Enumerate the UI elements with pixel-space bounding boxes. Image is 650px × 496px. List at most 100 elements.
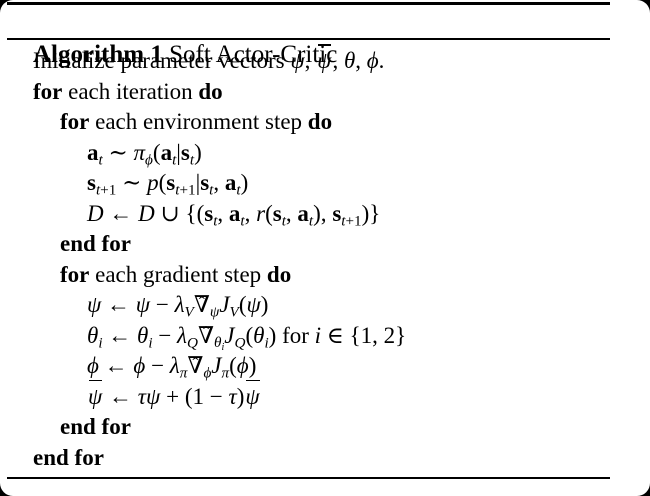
math-operator: ∼ xyxy=(102,139,134,165)
subscript: t xyxy=(240,212,244,229)
keyword: for xyxy=(60,261,90,287)
math-var: t xyxy=(172,150,177,168)
subscript: V xyxy=(230,303,239,320)
math-var: ψ xyxy=(246,292,261,317)
math-var: V xyxy=(229,303,239,321)
keyword: do xyxy=(198,78,223,104)
algorithm-line-3: for each environment step do xyxy=(0,107,650,138)
keyword: end for xyxy=(60,231,131,256)
math-var: ϕ xyxy=(203,364,212,382)
math-operator: ← xyxy=(103,200,139,226)
math-operator: ← xyxy=(103,383,138,409)
subscript: t+1 xyxy=(175,181,195,198)
bottom-rule xyxy=(7,477,610,479)
subscript: i xyxy=(264,334,268,351)
algorithm-number-label: Algorithm 1 xyxy=(33,41,163,68)
math-var: i xyxy=(221,341,225,353)
math-bold-var: a xyxy=(297,200,309,226)
math-operator: ∈ xyxy=(321,322,350,348)
text-segment: , xyxy=(332,48,344,73)
math-var: J xyxy=(219,292,230,317)
math-var: θ xyxy=(253,322,265,348)
math-bold-var: s xyxy=(200,170,210,195)
subscript: t xyxy=(213,212,217,229)
math-var: i xyxy=(98,333,103,351)
math-var: t xyxy=(98,150,103,168)
algorithm-title: Algorithm 1 Soft Actor-Critic xyxy=(0,5,650,68)
math-var: t xyxy=(95,181,101,199)
subscript: π xyxy=(222,364,230,381)
subscript: t+1 xyxy=(96,181,116,198)
hat-accent: ˆ xyxy=(192,353,199,374)
algorithm-line-14: end for xyxy=(0,443,650,474)
math-var: t xyxy=(240,211,245,229)
math-var: ϕ xyxy=(87,353,99,378)
text-segment: ( xyxy=(152,139,161,165)
math-var: J xyxy=(224,322,235,348)
subscript: i xyxy=(148,334,152,351)
math-bold-var: a xyxy=(228,200,241,226)
text-segment: , xyxy=(355,48,367,73)
math-var: Q xyxy=(187,333,198,351)
subscript: i xyxy=(98,334,102,351)
text-segment: , xyxy=(304,48,317,73)
text-segment: +1 xyxy=(345,211,362,229)
text-segment: Initialize parameter vectors xyxy=(33,48,291,73)
subscript: t xyxy=(282,212,286,229)
math-var: π xyxy=(221,364,230,382)
text-segment: ) for xyxy=(268,322,315,348)
math-script-var: D xyxy=(138,200,155,226)
math-var: π xyxy=(179,364,188,382)
nabla-symbol: ∇ xyxy=(197,322,215,348)
text-segment: ) xyxy=(260,292,269,317)
math-var: p xyxy=(147,170,159,195)
math-var: ϕ xyxy=(145,150,153,168)
math-var: r xyxy=(256,200,266,226)
text-segment: ( xyxy=(229,353,237,378)
keyword: do xyxy=(307,109,333,134)
algorithm-body: Initialize parameter vectors ψ, ψ, θ, ϕ.… xyxy=(0,44,650,474)
math-var: θ xyxy=(343,48,356,73)
subscript: ψ xyxy=(210,303,219,320)
math-var: θ xyxy=(137,322,149,348)
math-var: t xyxy=(281,211,286,229)
text-segment: ( xyxy=(245,322,254,348)
math-operator: ← xyxy=(101,292,136,317)
text-segment: , xyxy=(213,170,225,195)
math-var: θ xyxy=(214,333,222,351)
text-segment: ) xyxy=(194,139,202,165)
math-var: Q xyxy=(234,333,246,351)
math-var: θ xyxy=(87,322,99,348)
math-var: t xyxy=(175,181,180,199)
algorithm-name: Soft Actor-Critic xyxy=(162,41,338,68)
math-var: J xyxy=(211,353,222,378)
math-operator: + xyxy=(160,383,185,409)
math-var: i xyxy=(314,322,322,348)
math-var: t xyxy=(341,211,346,229)
math-var: i xyxy=(264,333,269,351)
math-var: ϕ xyxy=(236,353,249,378)
keyword: for xyxy=(60,109,90,134)
text-segment: ( xyxy=(265,200,273,226)
math-var: t xyxy=(236,181,241,199)
math-var: t xyxy=(209,181,214,199)
math-operator: ∼ xyxy=(116,170,148,195)
subscript: t xyxy=(172,151,176,168)
keyword: for xyxy=(33,78,63,104)
algorithm-line-12: ψ ← τψ + (1 − τ)ψ xyxy=(88,379,260,409)
text-segment: , xyxy=(244,200,257,226)
math-var: ψ xyxy=(290,48,305,73)
math-bold-var: s xyxy=(204,200,214,226)
subscript: ϕ xyxy=(203,364,211,381)
math-operator: − xyxy=(145,353,170,378)
subscript: t xyxy=(99,151,103,168)
keyword: do xyxy=(266,261,292,287)
algorithm-line-8: for each gradient step do xyxy=(0,260,650,291)
subscript: t xyxy=(209,181,213,198)
text-segment: . xyxy=(378,48,385,73)
math-script-var: D xyxy=(87,200,104,226)
top-rule xyxy=(7,2,610,5)
math-var: π xyxy=(133,139,146,165)
math-bold-var: a xyxy=(160,139,173,165)
